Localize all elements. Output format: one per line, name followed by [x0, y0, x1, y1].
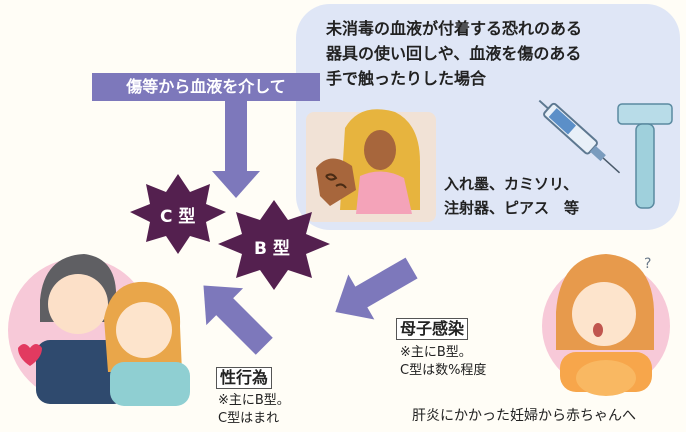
couple-illustration — [8, 254, 190, 406]
mother-child-route-note: ※主にB型。 C型は数%程度 — [400, 345, 487, 378]
syringe-icon — [538, 99, 621, 174]
sexual-route-label: 性行為 — [216, 367, 273, 389]
c-type-label: C 型 — [160, 207, 196, 227]
risk-bubble-text: 未消毒の血液が付着する恐れのある 器具の使い回しや、血液を傷のある 手で触ったり… — [326, 19, 583, 88]
tattoo-person-illustration — [306, 109, 436, 222]
razor-icon — [617, 103, 673, 209]
b-type-label: B 型 — [254, 239, 290, 259]
sexual-arrow — [203, 285, 273, 355]
c-type-star — [130, 174, 226, 254]
mother-child-arrow — [335, 257, 418, 320]
svg-text:?: ? — [644, 256, 651, 272]
sexual-route-note: ※主にB型。 C型はまれ — [218, 393, 290, 426]
tools-list: 入れ墨、カミソリ、 注射器、ピアス 等 — [444, 175, 580, 217]
mother-child-route-label: 母子感染 — [396, 318, 469, 340]
bottom-caption: 肝炎にかかった妊婦から赤ちゃんへ — [412, 408, 636, 424]
wound-route-label: 傷等から血液を介して — [92, 73, 320, 101]
b-type-star — [218, 200, 330, 290]
wound-arrow — [212, 101, 260, 198]
pregnant-woman-illustration: ? — [542, 254, 670, 396]
